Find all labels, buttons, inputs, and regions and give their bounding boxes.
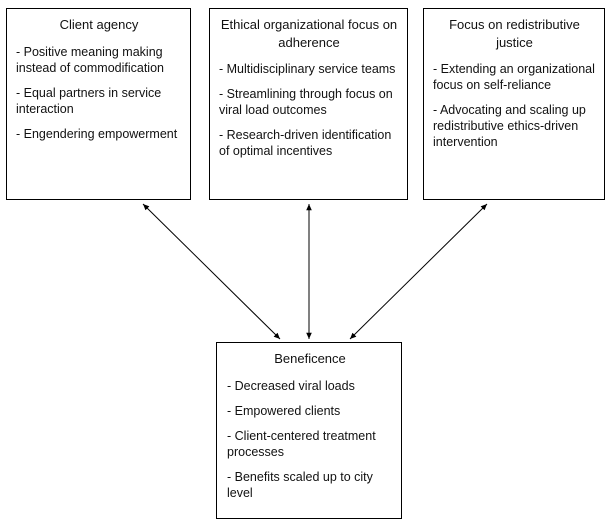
beneficence-list: - Decreased viral loads - Empowered clie…	[227, 378, 393, 501]
client-agency-title: Client agency	[59, 17, 139, 32]
list-item: - Multidisciplinary service teams	[219, 62, 396, 76]
client-agency-list: - Positive meaning making instead of com…	[16, 44, 182, 142]
list-item: - Client-centered treatment processes	[227, 429, 376, 459]
list-item: - Decreased viral loads	[227, 379, 355, 393]
arrow-client-to-beneficence	[142, 203, 281, 340]
beneficence-title: Beneficence	[274, 351, 346, 366]
list-item: - Streamlining through focus on viral lo…	[219, 87, 393, 117]
list-item: - Positive meaning making instead of com…	[16, 45, 164, 75]
list-item: - Engendering empowerment	[16, 127, 178, 141]
redistributive-justice-list: - Extending an organizational focus on s…	[433, 61, 596, 150]
list-item: - Research-driven identification of opti…	[219, 128, 392, 158]
redistributive-justice-title: Focus on redistributive justice	[449, 17, 580, 50]
beneficence-box: Beneficence - Decreased viral loads - Em…	[216, 342, 402, 519]
redistributive-justice-box: Focus on redistributive justice - Extend…	[423, 8, 605, 200]
list-item: - Advocating and scaling up redistributi…	[433, 103, 586, 149]
ethical-focus-list: - Multidisciplinary service teams - Stre…	[219, 61, 399, 159]
list-item: - Benefits scaled up to city level	[227, 470, 373, 500]
list-item: - Empowered clients	[227, 404, 341, 418]
client-agency-box: Client agency - Positive meaning making …	[6, 8, 191, 200]
ethical-focus-title: Ethical organizational focus on adherenc…	[220, 17, 398, 50]
arrow-justice-to-beneficence	[349, 203, 488, 340]
list-item: - Extending an organizational focus on s…	[433, 62, 595, 92]
list-item: - Equal partners in service interaction	[16, 86, 162, 116]
ethical-focus-box: Ethical organizational focus on adherenc…	[209, 8, 408, 200]
